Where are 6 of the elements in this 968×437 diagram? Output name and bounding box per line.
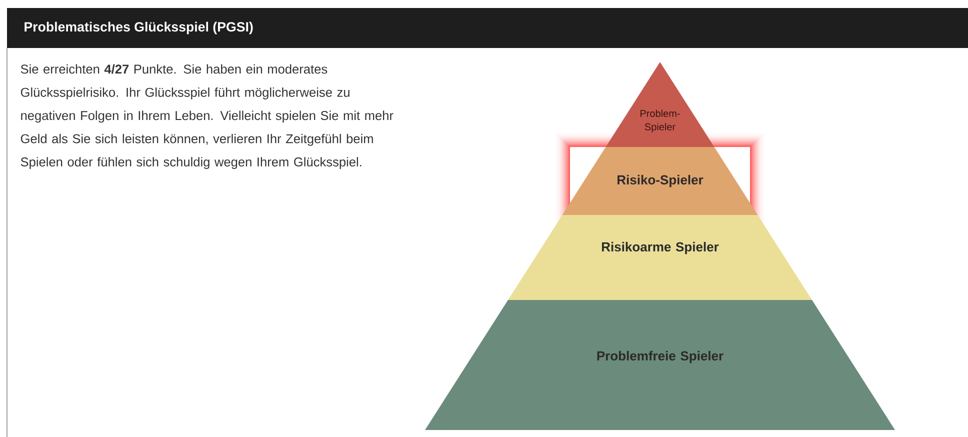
pyramid-layer: Problem-Spieler	[606, 62, 714, 147]
pyramid-layer: Risiko-Spieler	[562, 147, 758, 215]
paragraph: Sie erreichten 4/27 Punkte. Sie haben ein moderates Glücksspielrisiko. Ihr Glücksspiel führt möglicherweise zu negativen Folgen in Ihrem Leben. Vielleicht spielen Sie mit mehr Geld als Sie sich leisten können, verlieren Ihr Zeitgefühl beim Spielen oder fühlen sich schuldig wegen Ihrem Glücksspiel.	[20, 64, 394, 169]
pyramid-layer: Problemfreie Spieler	[425, 300, 895, 430]
header-bar: Problematisches Glücksspiel (PGSI)	[7, 8, 968, 48]
pyramid-layer: Risikoarme Spieler	[508, 215, 812, 300]
